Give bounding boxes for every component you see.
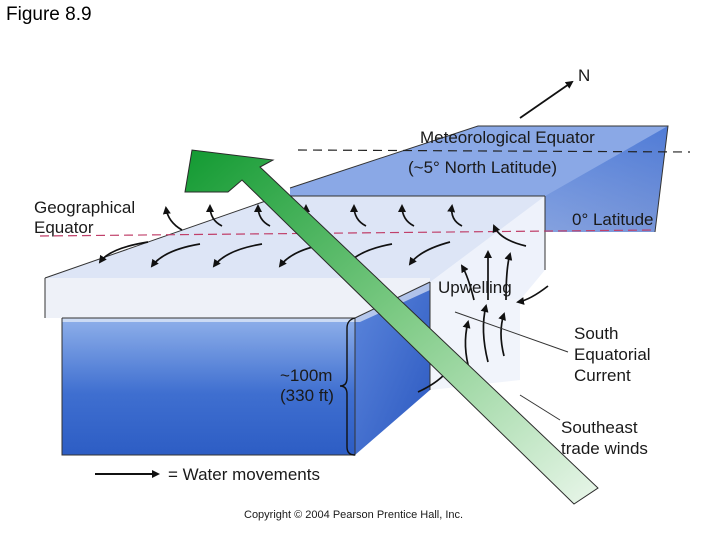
- meteorological-equator-line: [297, 149, 691, 153]
- legend-label: = Water movements: [168, 465, 320, 484]
- winds-label-2: trade winds: [561, 439, 648, 458]
- depth-bracket: [339, 317, 356, 456]
- label-leader-lines: [454, 311, 569, 421]
- north-arrow-icon: [519, 80, 574, 119]
- figure-title: Figure 8.9: [6, 4, 92, 25]
- trade-wind-arrow-icon: [184, 149, 599, 505]
- upwelling-label: Upwelling: [438, 278, 512, 297]
- current-label-3: Current: [574, 366, 631, 385]
- met-equator-label-2: (~5° North Latitude): [408, 158, 558, 177]
- upper-ocean-slab: [290, 126, 668, 232]
- geo-equator-label-2: Equator: [34, 218, 94, 237]
- zero-latitude-label: 0° Latitude: [572, 210, 654, 229]
- winds-label-1: Southeast: [561, 418, 638, 437]
- current-label-1: South: [574, 324, 619, 343]
- depth-label-1: ~100m: [280, 366, 333, 385]
- geo-equator-label-1: Geographical: [34, 198, 136, 217]
- north-label: N: [578, 66, 591, 85]
- sea-surface: [45, 196, 545, 282]
- current-label-2: Equatorial: [574, 345, 651, 364]
- depth-label-2: (330 ft): [280, 386, 334, 405]
- met-equator-label-1: Meteorological Equator: [420, 128, 595, 147]
- copyright-text: Copyright © 2004 Pearson Prentice Hall, …: [244, 509, 464, 521]
- zero-latitude-line: [39, 229, 656, 237]
